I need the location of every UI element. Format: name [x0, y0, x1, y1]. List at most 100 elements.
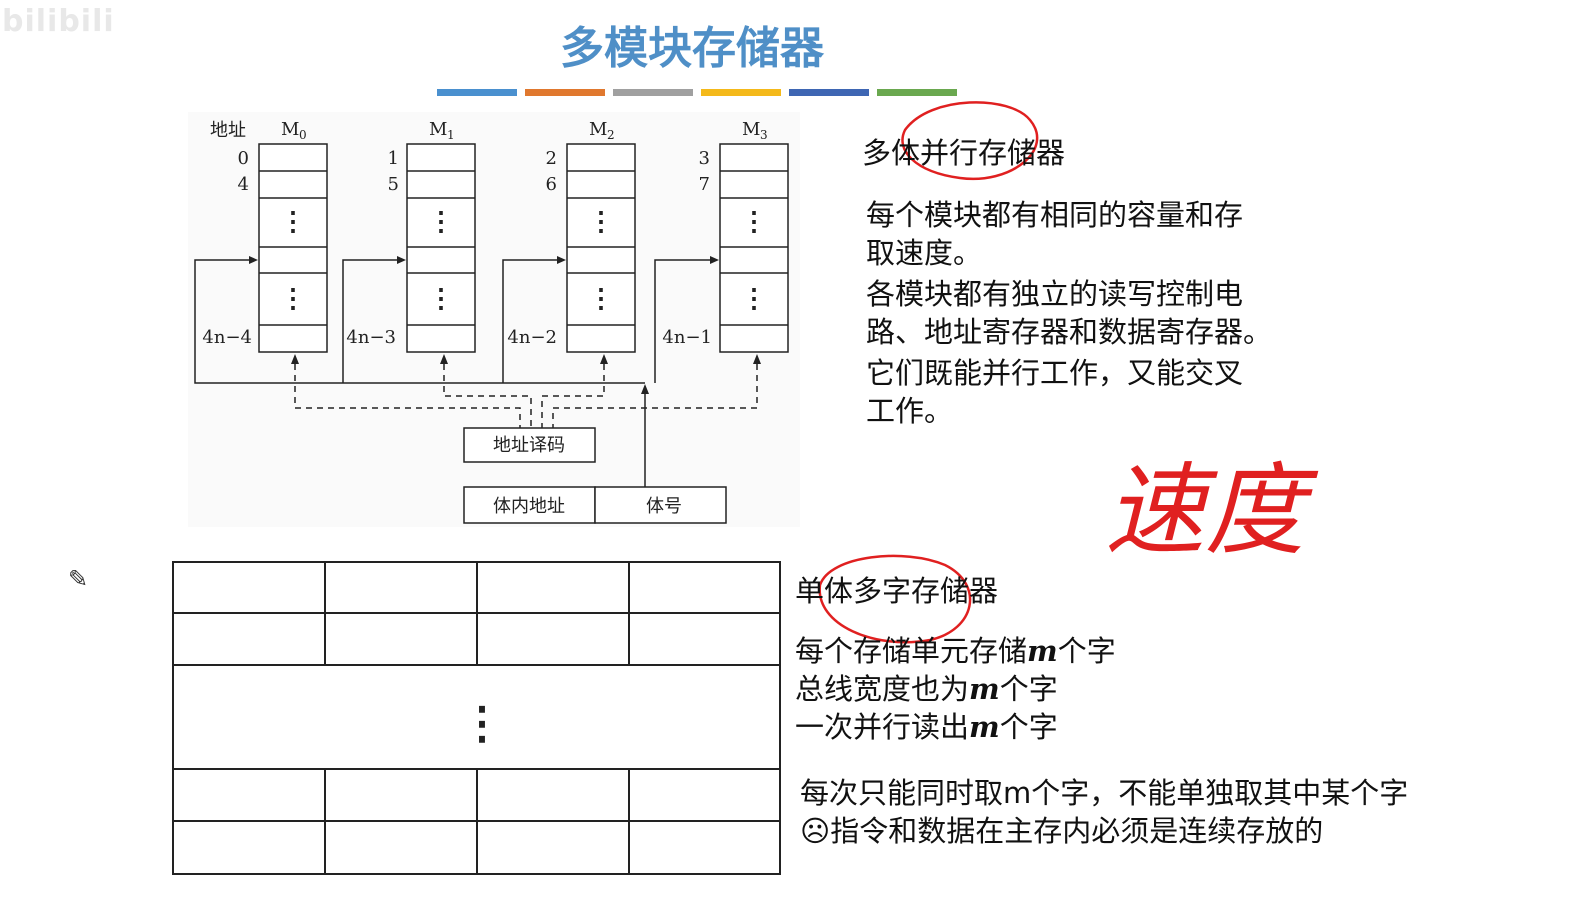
arrowhead — [600, 354, 608, 364]
note-line: 每次只能同时取m个字，不能单独取其中某个字 — [800, 776, 1409, 810]
address-number-last: 4n−4 — [202, 327, 252, 348]
feedback-line-m3 — [654, 259, 716, 383]
dashed-line-m0 — [294, 364, 521, 428]
address-number: 3 — [699, 148, 710, 169]
address-number: 6 — [546, 174, 557, 195]
module-block — [406, 143, 476, 353]
arrowhead — [641, 384, 649, 394]
module-ellipsis: ⋮ — [741, 284, 767, 314]
decoder-box — [463, 427, 596, 463]
module-label-subscript: 1 — [447, 128, 455, 142]
module-ellipsis: ⋮ — [428, 284, 454, 314]
arrowhead — [557, 256, 566, 264]
module-label-subscript: 2 — [607, 128, 615, 142]
note-line: ☹指令和数据在主存内必须是连续存放的 — [800, 814, 1324, 848]
in-module-address-box — [463, 486, 596, 524]
module-block — [566, 143, 636, 353]
single-bank-table — [172, 561, 781, 875]
line-m: m — [969, 672, 1000, 706]
single-bank-description: 每个存储单元存储m个字 总线宽度也为m个字 一次并行读出m个字 — [795, 632, 1116, 746]
address-number: 0 — [238, 148, 249, 169]
module-number-box — [594, 486, 727, 524]
line-text: 个字 — [999, 672, 1058, 706]
multi-bank-line: 工作。 — [866, 394, 954, 428]
single-bank-line: 一次并行读出m个字 — [795, 708, 1116, 746]
dashed-line-m2 — [541, 364, 605, 428]
module-ellipsis: ⋮ — [280, 207, 306, 237]
single-bank-line: 每个存储单元存储m个字 — [795, 632, 1116, 670]
line-text: 个字 — [999, 710, 1058, 744]
dashed-line-m1 — [443, 364, 532, 428]
page-title: 多模块存储器 — [560, 23, 824, 74]
multi-bank-line: 它们既能并行工作，又能交叉 — [866, 356, 1244, 390]
module-ellipsis: ⋮ — [280, 284, 306, 314]
feedback-line-m1 — [342, 259, 403, 383]
color-bar-segment — [437, 89, 517, 96]
module-ellipsis: ⋮ — [588, 284, 614, 314]
module-label-subscript: 0 — [299, 128, 307, 142]
in-module-address-label: 体内地址 — [493, 496, 565, 517]
single-bank-heading: 单体多字存储器 — [795, 574, 999, 608]
address-number: 2 — [546, 148, 557, 169]
arrowhead — [397, 256, 406, 264]
color-bar-segment — [877, 89, 957, 96]
address-number: 7 — [699, 174, 710, 195]
module-number-label: 体号 — [646, 496, 682, 517]
module-ellipsis: ⋮ — [588, 207, 614, 237]
arrowhead — [753, 354, 761, 364]
address-label: 地址 — [210, 120, 246, 141]
multi-bank-line: 取速度。 — [866, 236, 983, 270]
module-label: M — [589, 119, 607, 140]
module-label: M — [742, 119, 760, 140]
line-text: 总线宽度也为 — [795, 672, 970, 706]
multi-bank-line: 路、地址寄存器和数据寄存器。 — [866, 315, 1273, 349]
line-m: m — [1027, 634, 1058, 668]
decoder-label: 地址译码 — [493, 435, 565, 456]
feedback-line-m2 — [502, 259, 563, 383]
single-bank-line: 总线宽度也为m个字 — [795, 670, 1116, 708]
module-label-subscript: 3 — [760, 128, 768, 142]
line-text: 个字 — [1057, 634, 1116, 668]
red-circle-multi-bank — [901, 101, 1039, 181]
module-label: M — [281, 119, 299, 140]
dashed-address-lines — [294, 364, 758, 428]
module-block — [258, 143, 328, 353]
module-block — [719, 143, 789, 353]
module-ellipsis: ⋮ — [741, 207, 767, 237]
address-number: 4 — [238, 174, 249, 195]
color-bar-segment — [701, 89, 781, 96]
feedback-line-m0 — [194, 259, 645, 384]
arrowhead — [249, 256, 258, 264]
arrowhead — [291, 354, 299, 364]
address-number-last: 4n−2 — [507, 327, 557, 348]
multi-bank-line: 每个模块都有相同的容量和存 — [866, 198, 1244, 232]
arrowheads — [249, 256, 761, 394]
address-number-last: 4n−3 — [346, 327, 396, 348]
module-ellipsis: ⋮ — [428, 207, 454, 237]
color-bar-segment — [613, 89, 693, 96]
address-number: 1 — [388, 148, 399, 169]
arrowhead — [440, 354, 448, 364]
pencil-icon[interactable]: ✎ — [68, 565, 89, 593]
red-annotations — [818, 101, 1039, 644]
module-label: M — [429, 119, 447, 140]
single-bank-note: 每次只能同时取m个字，不能单独取其中某个字 ☹指令和数据在主存内必须是连续存放的 — [800, 774, 1408, 850]
address-number: 5 — [388, 174, 399, 195]
connection-lines — [194, 259, 716, 487]
color-bar-segment — [789, 89, 869, 96]
watermark: bilibili — [2, 4, 115, 39]
multi-bank-line: 各模块都有独立的读写控制电 — [866, 277, 1244, 311]
arrowhead — [710, 256, 719, 264]
address-number-last: 4n−1 — [662, 327, 712, 348]
color-bar-segment — [525, 89, 605, 96]
line-text: 每个存储单元存储 — [795, 634, 1028, 668]
line-text: 一次并行读出 — [795, 710, 970, 744]
multi-bank-heading: 多体并行存储器 — [862, 136, 1066, 170]
handwritten-speed: 速度 — [1105, 452, 1319, 569]
